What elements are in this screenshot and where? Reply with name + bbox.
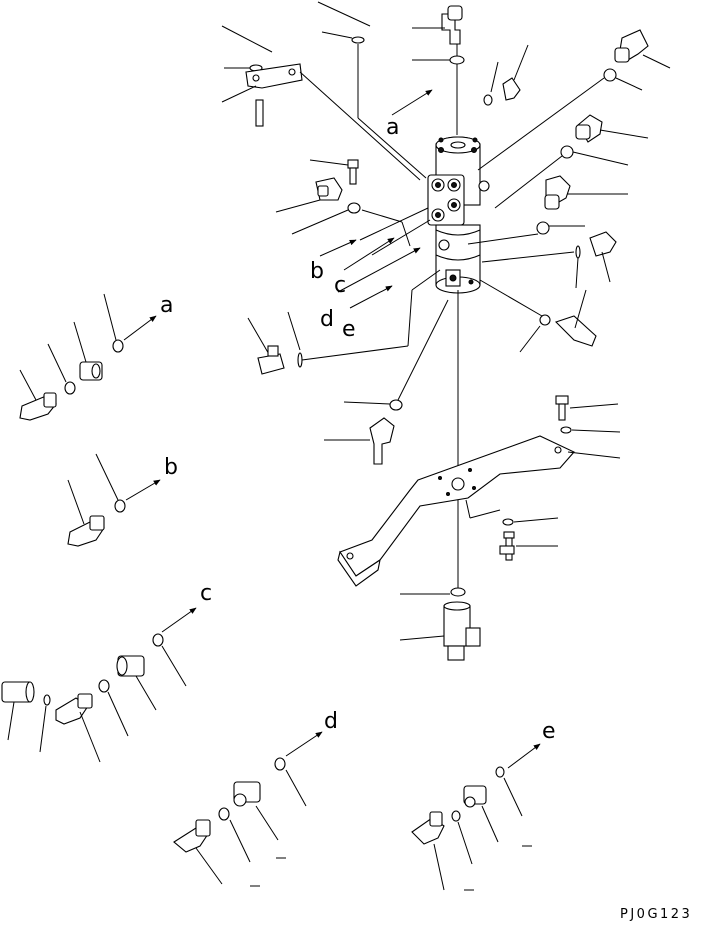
main-label-e: e [342,317,356,342]
figure-code: PJ0G123 [620,907,692,921]
left-middle-fitting [247,269,441,375]
detail-c: c [1,581,212,763]
main-label-b: b [310,259,324,284]
detail-d: d [173,709,338,887]
detail-label-b: b [164,455,178,480]
lower-centre-elbow [324,299,449,465]
detail-label-a: a [160,293,173,318]
detail-label-e: e [542,719,556,744]
o-ring-bottom [450,587,466,597]
detail-e: e [411,719,556,891]
detail-a: a [19,293,173,421]
bottom-connector [399,601,481,661]
swivel-joint [427,136,490,294]
detail-b: b [67,453,178,547]
upper-left-parts [221,1,427,247]
right-fittings [467,29,671,353]
detail-label-d: d [324,709,338,734]
main-callouts: a b c d e [310,89,433,342]
main-label-a: a [386,115,399,140]
top-elbow-fitting [412,5,463,45]
main-label-c: c [334,273,346,298]
plate-bolts [499,395,621,561]
detail-label-c: c [200,581,212,606]
mounting-plate [337,435,575,587]
o-ring-top [449,55,465,65]
main-label-d: d [320,307,334,332]
